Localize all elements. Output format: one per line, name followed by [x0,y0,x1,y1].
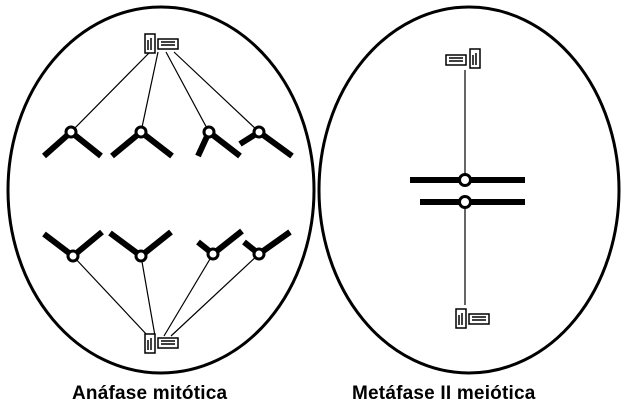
centrosome-bottom [455,308,490,329]
centrosome-top [144,33,179,54]
spindle-fibers-top [70,51,260,133]
centromeres-top [64,125,266,139]
chromatid-bottom-3 [196,228,244,258]
centromeres-bottom [66,247,266,263]
meiotic-metaphase-ii-cell [317,5,621,375]
spindle-fibers-bottom [72,253,260,337]
centrosome-bottom [144,333,179,354]
caption-mitotic-anaphase: Anáfase mitótica [72,383,228,404]
chromatid-top-4 [238,128,294,159]
mitotic-anaphase-cell [6,5,316,375]
centromeres [458,173,472,209]
cell-membrane [317,5,621,375]
cell-membrane [6,5,316,375]
centrosome-top [445,48,481,69]
caption-meiotic-metaphase-ii: Metáfase II meiótica [352,383,536,404]
chromatid-bottom-4 [242,229,292,258]
